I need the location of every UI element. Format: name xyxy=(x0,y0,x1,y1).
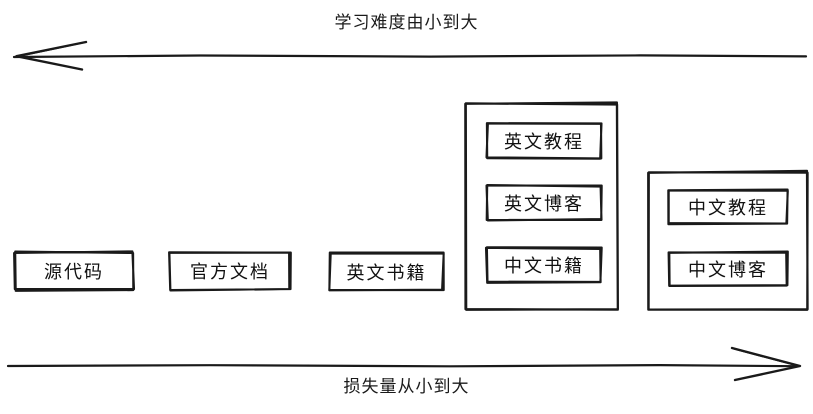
node-label: 中文教程 xyxy=(688,198,768,219)
node-border-sketch xyxy=(485,183,603,222)
group-group-chinese-media[interactable]: 中文教程中文博客 xyxy=(647,170,810,312)
node-label: 源代码 xyxy=(44,262,104,283)
node-label: 英文书籍 xyxy=(346,262,427,284)
node-english-blog[interactable]: 英文博客 xyxy=(485,183,603,222)
node-border-sketch xyxy=(13,250,136,292)
node-source-code[interactable]: 源代码 xyxy=(13,250,136,292)
node-border-sketch xyxy=(328,251,445,292)
group-border-sketch xyxy=(464,101,620,312)
node-chinese-books[interactable]: 中文书籍 xyxy=(484,246,603,284)
node-chinese-tutorial[interactable]: 中文教程 xyxy=(667,188,789,226)
node-label: 英文博客 xyxy=(504,194,584,215)
node-label: 官方文档 xyxy=(190,262,270,283)
node-label: 英文教程 xyxy=(504,132,584,153)
node-label: 中文书籍 xyxy=(504,256,584,277)
node-label: 中文博客 xyxy=(688,260,768,281)
top-axis-label: 学习难度由小到大 xyxy=(334,13,479,33)
node-border-sketch xyxy=(484,246,603,284)
node-border-sketch xyxy=(667,188,789,226)
node-english-books[interactable]: 英文书籍 xyxy=(328,251,445,292)
node-english-tutorial[interactable]: 英文教程 xyxy=(485,122,603,160)
group-border-sketch xyxy=(647,170,810,312)
node-border-sketch xyxy=(168,251,292,292)
node-border-sketch xyxy=(667,250,789,287)
node-official-docs[interactable]: 官方文档 xyxy=(168,251,292,292)
node-chinese-blog[interactable]: 中文博客 xyxy=(667,250,789,287)
bottom-axis-label: 损失量从小到大 xyxy=(343,377,470,397)
group-group-english-media[interactable]: 英文教程英文博客中文书籍 xyxy=(464,101,620,312)
node-border-sketch xyxy=(485,122,603,160)
